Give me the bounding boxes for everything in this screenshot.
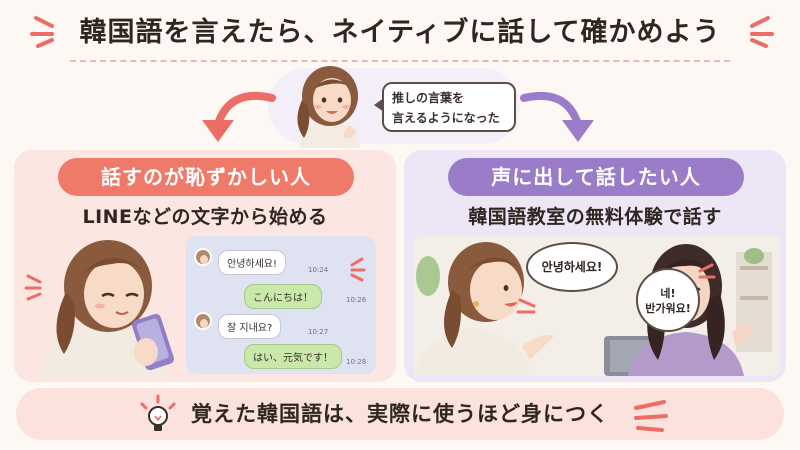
bubble-tail: [374, 98, 384, 112]
sparkle-icon: [694, 262, 716, 288]
sparkle-icon: [24, 272, 46, 302]
woman-illustration: [282, 62, 378, 148]
footer-text: 覚えた韓国語は、実際に使うほど身につく: [191, 402, 609, 426]
message-time: 10:28: [346, 358, 367, 366]
chat-message: はい、元気です！: [244, 344, 342, 369]
message-time: 10:24: [308, 266, 329, 274]
message-time: 10:26: [346, 296, 367, 304]
sparkle-icon: [516, 296, 540, 322]
left-subtitle: LINEなどの文字から始める: [82, 206, 328, 228]
student-speech-bubble: 안녕하세요!: [526, 242, 618, 292]
page-title: 韓国語を言えたら、ネイティブに話して確かめよう: [79, 17, 721, 48]
sparkle-icon: [346, 256, 366, 282]
woman-with-phone-illustration: [30, 232, 190, 378]
bubble-line: 推しの言葉を: [392, 91, 465, 105]
bubble-line: 言えるようになった: [392, 111, 500, 125]
message-time: 10:27: [308, 328, 329, 336]
chat-message: こんにちは！: [244, 284, 322, 309]
left-banner: 話すのが恥ずかしい人: [58, 158, 354, 196]
sparkle-icon: [734, 14, 774, 48]
bubble-line: 반가워요!: [645, 302, 691, 315]
teacher-speech-bubble: 네! 반가워요!: [636, 268, 700, 332]
chat-message: 안녕하세요!: [218, 250, 287, 275]
avatar: [194, 248, 212, 266]
right-subtitle: 韓国語教室の無料体験で話す: [468, 206, 722, 228]
sparkle-icon: [630, 396, 670, 434]
bubble-line: 네!: [660, 287, 676, 300]
right-banner: 声に出して話したい人: [448, 158, 744, 196]
center-speech-bubble: 推しの言葉を 言えるようになった: [382, 82, 516, 132]
chat-window: 안녕하세요! 10:24 こんにちは！ 10:26 잘 지내요? 10:27 は…: [186, 236, 376, 374]
chat-message: 잘 지내요?: [218, 314, 282, 339]
avatar: [194, 312, 212, 330]
curved-arrow-right-icon: [520, 84, 600, 146]
divider: [70, 60, 730, 62]
lightbulb-icon: [136, 394, 180, 438]
curved-arrow-left-icon: [196, 84, 276, 146]
sparkle-icon: [30, 14, 70, 48]
conversation-illustration: [414, 236, 780, 376]
